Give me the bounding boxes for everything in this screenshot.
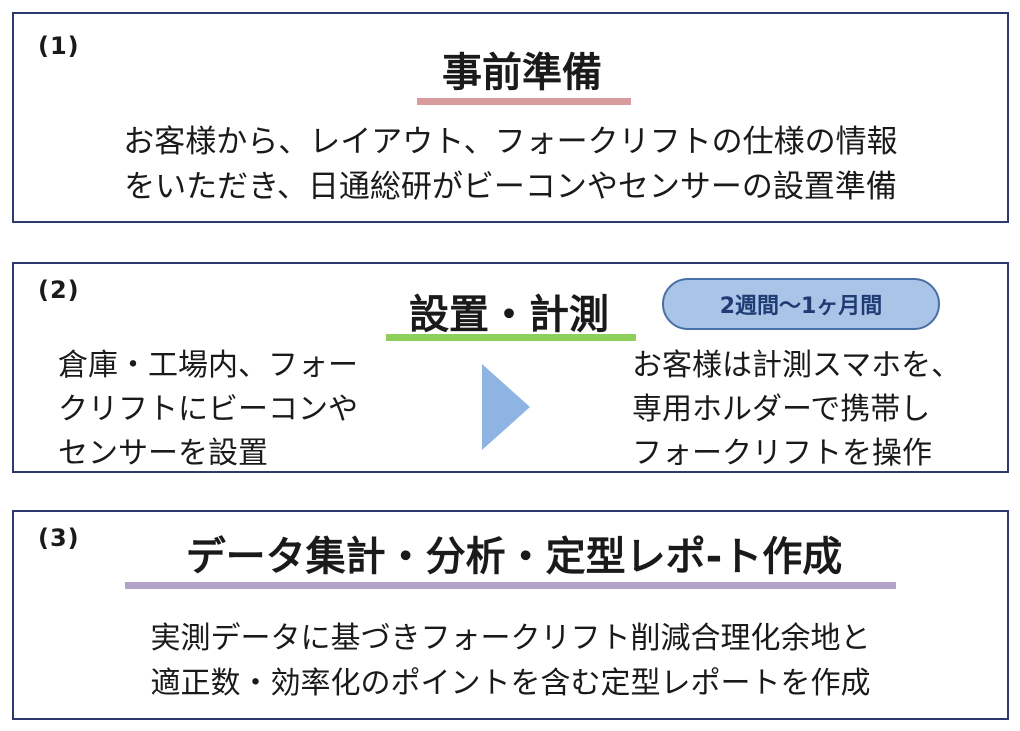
section-1-panel: (1) 事前準備 お客様から、レイアウト、フォークリフトの仕様の情報 をいただき… [12,12,1009,223]
section-2-number: (2) [38,276,80,304]
section-3-line-2: 適正数・効率化のポイントを含む定型レポートを作成 [150,666,871,701]
section-1-title: 事前準備 [442,50,602,96]
duration-badge: 2週間〜1ヶ月間 [662,278,940,330]
section-3-description: 実測データに基づきフォークリフト削減合理化余地と 適正数・効率化のポイントを含む… [14,616,1007,706]
right-triangle-arrow-icon [482,364,530,450]
section-3-number: (3) [38,524,80,552]
section-2-title-underline [386,334,636,341]
section-3-title: データ集計・分析・定型レポ-ト作成 [185,534,843,580]
installation-line-1: 倉庫・工場内、フォー [58,348,358,383]
section-1-title-underline [417,98,631,105]
section-3-line-1: 実測データに基づきフォークリフト削減合理化余地と [150,621,871,656]
section-2-title: 設置・計測 [409,292,609,338]
measurement-line-2: 専用ホルダーで携帯し [632,392,931,427]
section-1-line-2: をいただき、日通総研がビーコンやセンサーの設置準備 [124,169,897,205]
section-3-panel: (3) データ集計・分析・定型レポ-ト作成 実測データに基づきフォークリフト削減… [12,510,1009,720]
installation-line-3: センサーを設置 [58,436,268,471]
measurement-line-3: フォークリフトを操作 [632,436,932,471]
section-1-line-1: お客様から、レイアウト、フォークリフトの仕様の情報 [123,124,898,160]
section-3-title-underline [125,582,896,589]
installation-description: 倉庫・工場内、フォー クリフトにビーコンや センサーを設置 [58,344,358,476]
section-1-number: (1) [38,32,80,60]
section-1-description: お客様から、レイアウト、フォークリフトの仕様の情報 をいただき、日通総研がビーコ… [14,120,1007,210]
installation-line-2: クリフトにビーコンや [58,392,358,427]
section-2-panel: (2) 設置・計測 2週間〜1ヶ月間 倉庫・工場内、フォー クリフトにビーコンや… [12,262,1009,473]
measurement-description: お客様は計測スマホを、 専用ホルダーで携帯し フォークリフトを操作 [632,344,961,476]
measurement-line-1: お客様は計測スマホを、 [632,348,962,383]
